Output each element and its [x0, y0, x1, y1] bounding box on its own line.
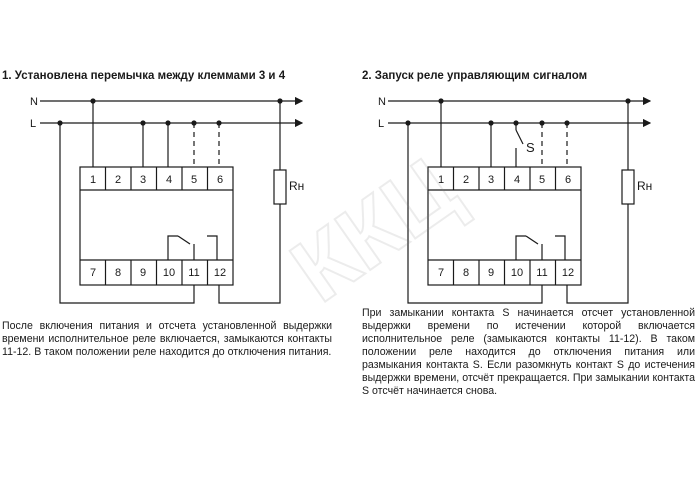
diagram2-load-resistor — [621, 169, 635, 205]
diagram2-terminal-11: 11 — [536, 267, 547, 279]
diagram2-wire-12 — [566, 204, 629, 304]
diagram2-terminal-12: 12 — [562, 267, 574, 279]
diagram1-terminal-3: 3 — [140, 174, 146, 186]
diagram2-contact — [525, 235, 539, 245]
watermark-logo: ККЦ — [273, 150, 476, 310]
diagram1-n-label: N — [30, 96, 38, 108]
wiring-diagrams: N L 1 2 3 4 5 6 7 8 9 10 11 12 Rн — [30, 96, 652, 304]
diagram1-title: 1. Установлена перемычка между клеммами … — [2, 70, 286, 82]
diagram2-description: При замыкании контакта S начинается отсч… — [362, 307, 695, 397]
diagram1-contact — [177, 235, 191, 245]
diagram2-terminal-8: 8 — [463, 267, 469, 279]
diagram1-description: После включения питания и отсчета устано… — [2, 320, 332, 358]
diagram1-terminal-12: 12 — [214, 267, 226, 279]
diagram1-terminal-6: 6 — [217, 174, 223, 186]
diagram2-wire-11 — [407, 123, 543, 304]
watermark-text: ККЦ — [274, 150, 475, 310]
diagram2-n-label: N — [378, 96, 386, 108]
diagram2-load-label: Rн — [637, 179, 652, 193]
diagram2 — [388, 96, 652, 304]
diagram2-terminal-4: 4 — [514, 174, 520, 186]
diagram1-wire-11 — [59, 123, 195, 304]
diagram1-terminal-1: 1 — [90, 174, 96, 186]
diagram1-terminal-10: 10 — [163, 267, 175, 279]
diagram2-switch-s — [515, 129, 524, 145]
diagram2-switch-label: S — [526, 140, 535, 155]
diagram1-terminal-4: 4 — [166, 174, 172, 186]
diagram2-terminal-1: 1 — [438, 174, 444, 186]
diagram1-wire-12 — [218, 204, 281, 304]
diagram1 — [40, 96, 304, 304]
diagram2-l-label: L — [378, 118, 384, 130]
diagram1-terminal-8: 8 — [115, 267, 121, 279]
diagram2-terminal-6: 6 — [565, 174, 571, 186]
diagram2-terminal-10: 10 — [511, 267, 523, 279]
diagram1-terminal-11: 11 — [188, 267, 199, 279]
diagram1-terminal-2: 2 — [115, 174, 121, 186]
diagram1-load-label: Rн — [289, 179, 304, 193]
diagram2-terminal-2: 2 — [463, 174, 469, 186]
diagram1-terminal-7: 7 — [90, 267, 96, 279]
diagram2-title: 2. Запуск реле управляющим сигналом — [362, 70, 588, 82]
diagram1-terminal-5: 5 — [191, 174, 197, 186]
diagram2-terminal-7: 7 — [438, 267, 444, 279]
diagram1-terminal-9: 9 — [140, 267, 146, 279]
diagram1-l-label: L — [30, 118, 36, 130]
diagram2-terminal-5: 5 — [539, 174, 545, 186]
diagram2-terminal-9: 9 — [488, 267, 494, 279]
diagram2-terminal-3: 3 — [488, 174, 494, 186]
